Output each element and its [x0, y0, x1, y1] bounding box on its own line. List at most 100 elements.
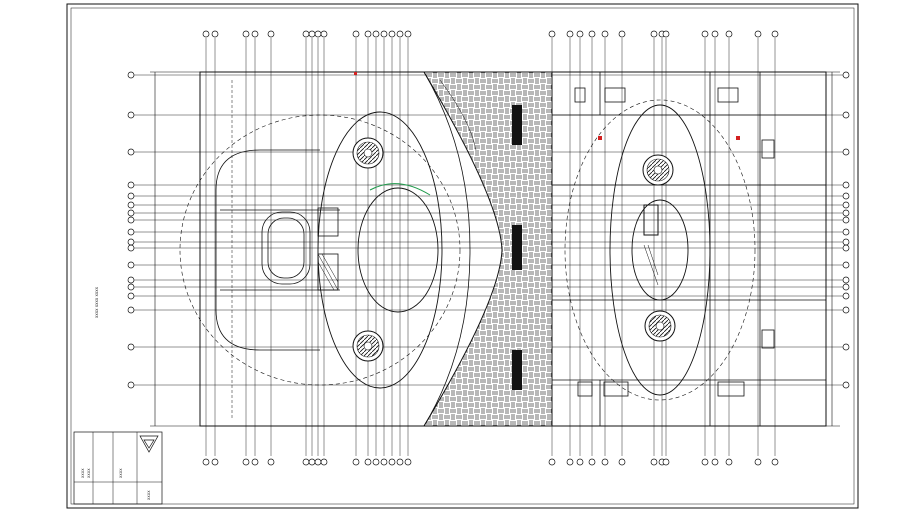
grid-bubble [372, 458, 380, 466]
grid-bubble [725, 30, 733, 38]
grid-bubble [242, 458, 250, 466]
grid-bubble [548, 30, 556, 38]
grid-bubble [127, 283, 135, 291]
grid-bubble [771, 458, 779, 466]
grid-bubble [127, 181, 135, 189]
grid-bubble [842, 343, 850, 351]
round-planter [352, 137, 384, 169]
grid-bubble [308, 458, 316, 466]
grid-bubble [842, 244, 850, 252]
grid-bubble [618, 30, 626, 38]
grid-bubble [127, 276, 135, 284]
grid-bubble [566, 458, 574, 466]
grid-bubble [725, 458, 733, 466]
sheet-border [66, 3, 859, 509]
grid-bubble [127, 209, 135, 217]
grid-bubble [388, 30, 396, 38]
left-courtyard [179, 111, 461, 389]
grid-bubble [380, 30, 388, 38]
grid-bubble [352, 30, 360, 38]
grid-bubble [601, 30, 609, 38]
grid-bubble [548, 458, 556, 466]
round-planter [352, 330, 384, 362]
grid-bubble [842, 292, 850, 300]
grid-bubble [701, 458, 709, 466]
grid-bubble [404, 458, 412, 466]
grid-bubble [320, 30, 328, 38]
grid-bubble [754, 458, 762, 466]
grid-bubble [588, 30, 596, 38]
grid-bubble [588, 458, 596, 466]
grid-bubble [842, 148, 850, 156]
grid-bubble [352, 458, 360, 466]
round-planters [352, 137, 676, 362]
grid-bubble [566, 30, 574, 38]
title-block-line-4: xxxx [146, 490, 151, 500]
title-block-line-1: xxxx [80, 468, 85, 478]
grid-bubble [842, 283, 850, 291]
grid-bubble [314, 30, 322, 38]
right-wing [354, 72, 826, 426]
grid-bubble [267, 458, 275, 466]
grid-bubble [771, 30, 779, 38]
grid-bubble [308, 30, 316, 38]
grid-bubble [127, 244, 135, 252]
grid-bubble [380, 458, 388, 466]
grid-bubble [127, 343, 135, 351]
grid-bubble [202, 458, 210, 466]
grid-bubble [127, 71, 135, 79]
grid-bubble [842, 71, 850, 79]
grid-bubble [754, 30, 762, 38]
grid-bubble [127, 148, 135, 156]
grid-bubble [618, 458, 626, 466]
grid-bubbles [127, 30, 850, 466]
grid-bubble [711, 458, 719, 466]
grid-bubble [650, 30, 658, 38]
left-wing [215, 80, 340, 420]
grid-bubble [127, 192, 135, 200]
grid-bubble [314, 458, 322, 466]
grid-bubble [842, 209, 850, 217]
grid-bubble [842, 192, 850, 200]
grid-bubble [211, 458, 219, 466]
grid-bubble [842, 216, 850, 224]
grid-bubble [372, 30, 380, 38]
central-plaza [423, 71, 553, 427]
grid-bubble [842, 261, 850, 269]
grid-bubble [127, 292, 135, 300]
right-courtyard [564, 99, 756, 401]
grid-bubble [842, 306, 850, 314]
grid-bubble [842, 238, 850, 246]
grid-bubble [701, 30, 709, 38]
grid-bubble [127, 111, 135, 119]
grid-bubble [842, 111, 850, 119]
grid-bubble [302, 458, 310, 466]
grid-bubble [388, 458, 396, 466]
side-note: xxxx xxxx xxxx [94, 286, 99, 318]
grid-bubble [842, 181, 850, 189]
grid-bubble [404, 30, 412, 38]
grid-bubble [127, 381, 135, 389]
grid-bubble [842, 228, 850, 236]
grid-bubble [127, 201, 135, 209]
grid-bubble [127, 216, 135, 224]
grid-bubble [396, 30, 404, 38]
grid-bubble [127, 306, 135, 314]
grid-bubble [320, 458, 328, 466]
grid-bubble [842, 381, 850, 389]
triangle-logo-icon [139, 435, 159, 453]
grid-bubble [267, 30, 275, 38]
grid-bubble [251, 458, 259, 466]
grid-bubble [662, 458, 670, 466]
round-planter [644, 310, 676, 342]
grid-bubble [711, 30, 719, 38]
title-block-line-3: xxxx [118, 468, 123, 478]
grid-bubble [601, 458, 609, 466]
vertical-gridlines [205, 38, 776, 456]
grid-bubble [202, 30, 210, 38]
grid-bubble [127, 238, 135, 246]
grid-bubble [302, 30, 310, 38]
grid-bubble [364, 30, 372, 38]
round-planter [642, 154, 674, 186]
